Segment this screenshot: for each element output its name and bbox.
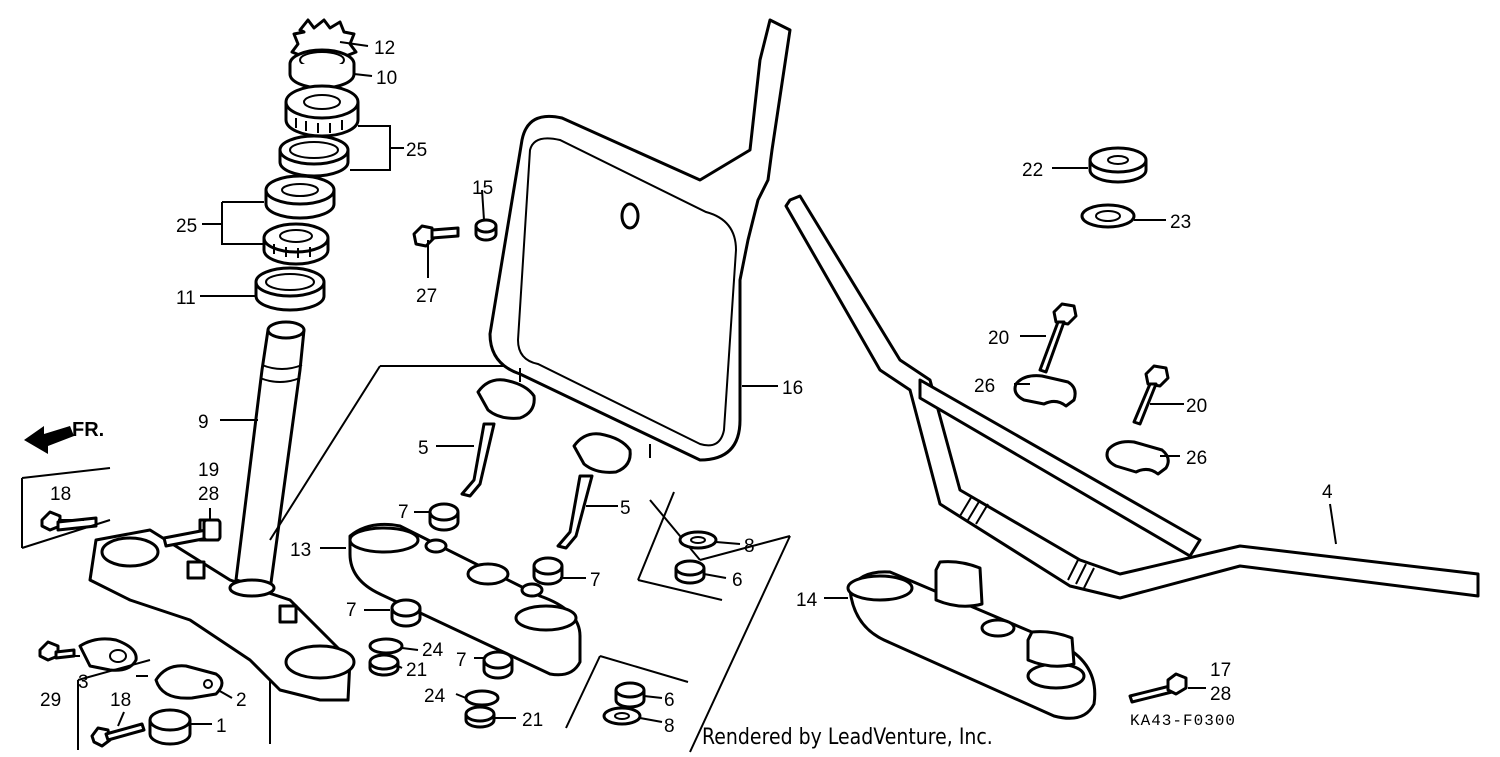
collar-7-a — [428, 502, 460, 532]
washer-8-a — [678, 530, 718, 550]
upper-holder-26-a — [1013, 374, 1077, 408]
callout-7-d: 7 — [456, 650, 467, 671]
grommet-15 — [474, 218, 498, 242]
washer-24-b — [464, 689, 500, 707]
callout-2: 2 — [236, 690, 247, 711]
callout-24-a: 24 — [422, 640, 444, 661]
leader-lines — [58, 41, 1337, 727]
callout-12: 12 — [374, 38, 395, 59]
callout-28-right: 28 — [1210, 684, 1231, 705]
callout-29: 29 — [40, 690, 61, 711]
callout-7-b: 7 — [590, 570, 601, 591]
collar-7-c — [390, 598, 422, 628]
collar-6-b — [614, 681, 646, 709]
washer-24-a — [368, 637, 404, 655]
callout-7-a: 7 — [398, 502, 409, 523]
bolt-17-28 — [1128, 672, 1188, 704]
bolt-29 — [38, 640, 76, 662]
callout-17: 17 — [1210, 660, 1231, 681]
callout-20-a: 20 — [988, 328, 1009, 349]
upper-bearing-25 — [284, 84, 360, 138]
bolt-18-bottom — [90, 722, 146, 748]
callout-11: 11 — [176, 288, 196, 309]
callout-8-a: 8 — [744, 536, 755, 557]
bolt-20-a — [1038, 302, 1078, 374]
callout-9: 9 — [198, 412, 209, 433]
washer-8-b — [602, 706, 642, 726]
nut-21-b — [464, 705, 496, 729]
steering-stem-9 — [88, 320, 356, 702]
bolt-27 — [412, 224, 460, 248]
callout-28-left: 28 — [198, 484, 219, 505]
callout-22: 22 — [1022, 160, 1043, 181]
callout-1: 1 — [216, 716, 227, 737]
handlebar-holder-5-right — [556, 432, 632, 550]
front-direction-label: FR. — [72, 419, 104, 441]
upper-race-25 — [278, 134, 350, 178]
callout-18-bottom: 18 — [110, 690, 131, 711]
nut-22 — [1088, 146, 1148, 184]
callout-7-c: 7 — [346, 600, 357, 621]
lower-race-25 — [264, 174, 336, 220]
callout-3: 3 — [78, 672, 89, 693]
bolt-19-28 — [162, 518, 222, 548]
callout-8-b: 8 — [664, 716, 675, 737]
callout-21-a: 21 — [406, 660, 427, 681]
callout-5-right: 5 — [620, 498, 631, 519]
callout-15: 15 — [472, 178, 493, 199]
nut-21-a — [368, 653, 400, 677]
callout-27: 27 — [416, 286, 437, 307]
handlebar-holder-5-left — [460, 378, 536, 498]
callout-labels: 12 10 25 25 11 9 19 28 18 29 3 2 1 18 15… — [40, 38, 1333, 737]
clamp-3 — [78, 637, 138, 672]
collar-7-d — [482, 650, 514, 680]
callout-19: 19 — [198, 460, 219, 481]
bushing-1 — [148, 708, 192, 746]
callout-26-b: 26 — [1186, 448, 1207, 469]
callout-13: 13 — [290, 540, 311, 561]
lower-bearing-25 — [262, 222, 330, 266]
upper-holder-26-b — [1105, 440, 1170, 476]
washer-23 — [1080, 203, 1136, 229]
callout-20-b: 20 — [1186, 396, 1207, 417]
upper-triple-clamp-14 — [846, 560, 1097, 720]
callout-25-upper: 25 — [406, 140, 427, 161]
callout-6-a: 6 — [732, 570, 743, 591]
front-direction-icon: FR. — [24, 419, 104, 454]
collar-6-a — [674, 559, 706, 585]
handlebar-4 — [784, 194, 1480, 600]
callout-23: 23 — [1170, 212, 1191, 233]
upper-triple-clamp-13 — [348, 522, 582, 677]
callout-24-b: 24 — [424, 686, 446, 707]
callout-14: 14 — [796, 590, 818, 611]
callout-5-left: 5 — [418, 438, 429, 459]
collar-box-bottom — [565, 655, 689, 729]
diagram-code: KA43-F0300 — [1130, 712, 1237, 730]
clamp-2 — [154, 664, 224, 700]
collar-7-b — [532, 556, 564, 586]
callout-10: 10 — [376, 68, 397, 89]
collar-box-right — [637, 491, 723, 601]
callout-6-b: 6 — [664, 690, 675, 711]
bearing-seal-10 — [288, 48, 356, 90]
hardware-box-top-left — [21, 467, 111, 549]
upper-clamp-box — [269, 365, 791, 753]
hardware-box-bottom-left — [77, 659, 271, 750]
callout-25-lower: 25 — [176, 216, 197, 237]
callout-26-a: 26 — [974, 376, 995, 397]
callout-18-top: 18 — [50, 484, 71, 505]
bolt-20-b — [1132, 364, 1170, 426]
credit-text: Rendered by LeadVenture, Inc. — [702, 725, 993, 750]
dust-seal-11 — [254, 266, 326, 312]
number-plate-16 — [488, 18, 792, 462]
callout-4: 4 — [1322, 482, 1333, 503]
callout-16: 16 — [782, 378, 803, 399]
callout-21-b: 21 — [522, 710, 543, 731]
